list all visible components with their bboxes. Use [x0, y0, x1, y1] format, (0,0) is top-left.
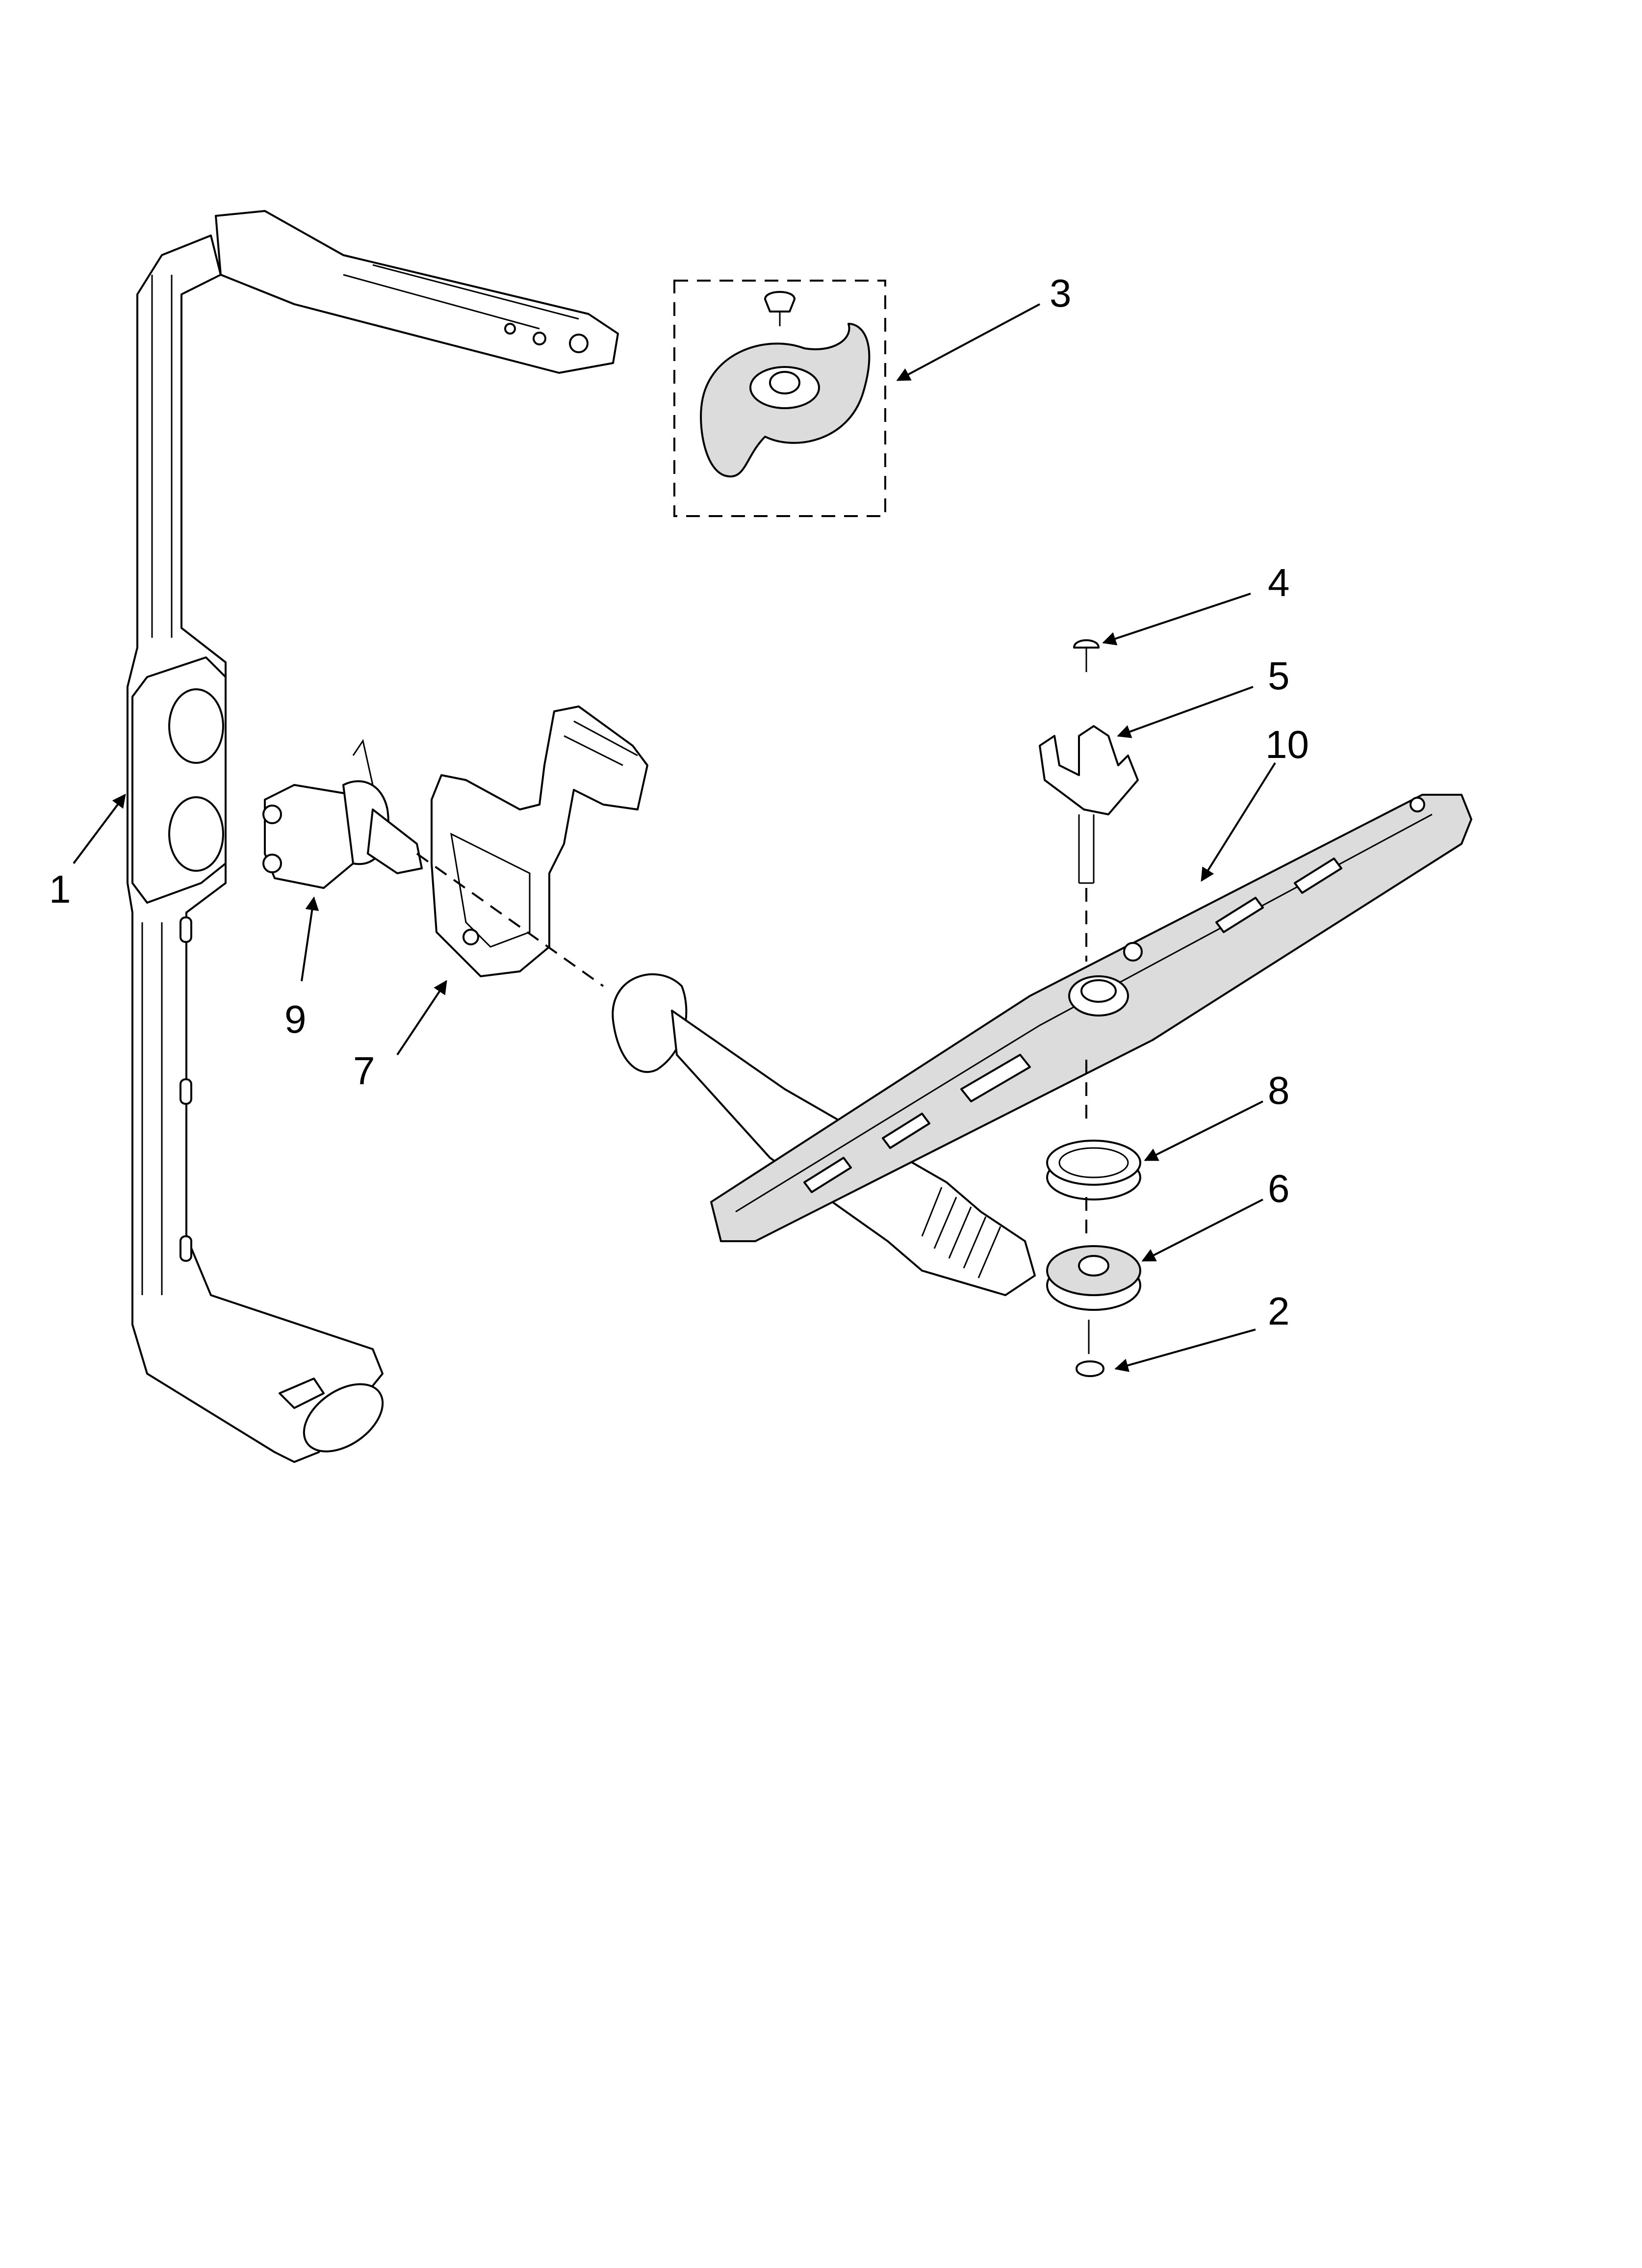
callout-8: 8 [1268, 1069, 1290, 1112]
callout-3: 3 [1050, 271, 1072, 315]
part-6-bearing [1046, 1245, 1141, 1311]
callout-6: 6 [1268, 1167, 1290, 1210]
part-10-spray-arm [710, 794, 1472, 1242]
part-9-valve [262, 739, 423, 889]
callout-7: 7 [353, 1049, 375, 1093]
callout-1: 1 [49, 867, 71, 911]
callout-labels: 1 2 3 4 5 6 7 8 9 10 [49, 271, 1309, 1333]
callout-2: 2 [1268, 1289, 1290, 1333]
leader-lines [73, 303, 1276, 1372]
callout-9: 9 [284, 997, 307, 1041]
part-4-screw [1073, 639, 1100, 672]
part-5-retainer [1039, 725, 1139, 962]
callout-10: 10 [1265, 723, 1309, 766]
part-8-seal-ring [1046, 1140, 1141, 1200]
part-7-bracket [431, 705, 648, 977]
part-2-screw [1076, 1320, 1104, 1377]
part-1-supply-tube [127, 210, 619, 1463]
callout-5: 5 [1268, 654, 1290, 698]
part-3-diverter-kit [673, 280, 886, 517]
callout-4: 4 [1268, 561, 1290, 604]
